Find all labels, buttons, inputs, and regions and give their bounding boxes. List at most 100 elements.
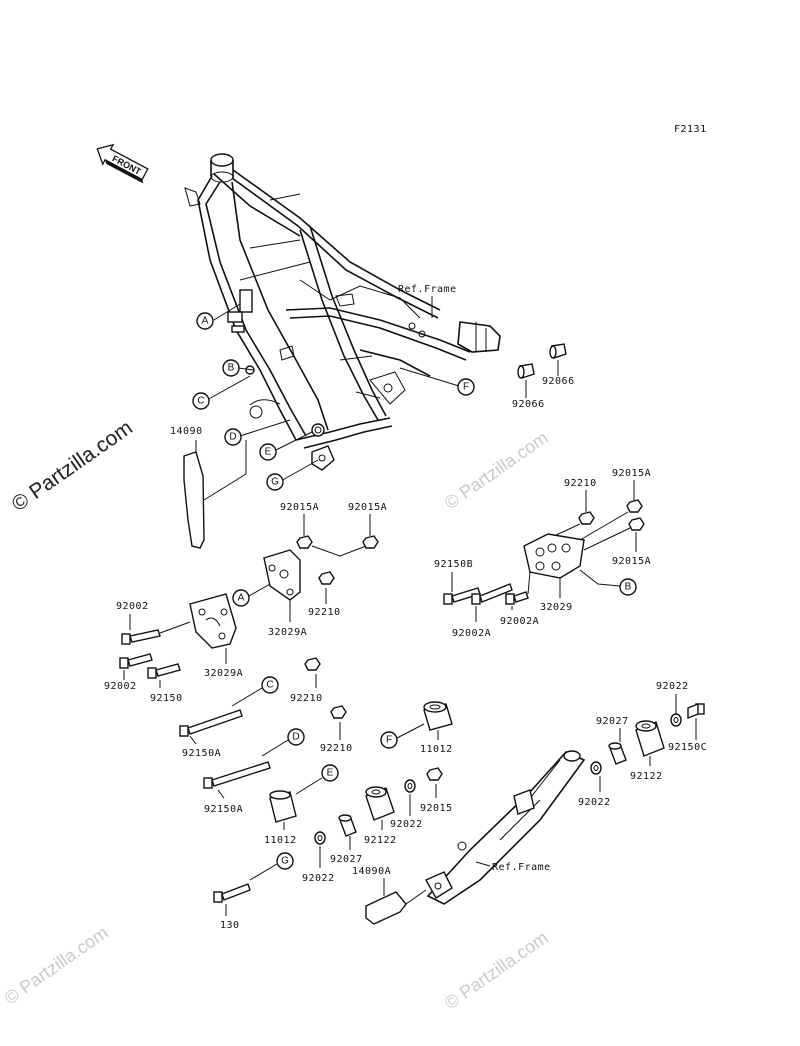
spacer-icon bbox=[338, 814, 357, 837]
svg-text:D: D bbox=[292, 732, 299, 743]
label-92150a: 92150A bbox=[182, 748, 221, 759]
collar-icon bbox=[423, 701, 453, 731]
watermark-tiles: © Partzilla.com © Partzilla.com © Partzi… bbox=[1, 427, 552, 1013]
callout-g-frame: G bbox=[266, 473, 284, 491]
nut-icon bbox=[304, 657, 321, 671]
label-14090a: 14090A bbox=[352, 866, 391, 877]
label-92002: 92002 bbox=[116, 601, 149, 612]
callout-a-frame: A bbox=[196, 312, 214, 330]
collar-icon bbox=[635, 720, 665, 757]
callout-e: E bbox=[321, 764, 339, 782]
label-92015: 92015 bbox=[420, 803, 453, 814]
callout-c: C bbox=[261, 676, 279, 694]
watermark-main: © Partzilla.com bbox=[8, 416, 137, 516]
part-92066-caps bbox=[517, 343, 567, 398]
nut-icon bbox=[330, 705, 347, 719]
spacer-icon bbox=[608, 742, 627, 765]
label-92002a: 92002A bbox=[500, 616, 539, 627]
washer-icon bbox=[404, 779, 416, 793]
label-92066: 92066 bbox=[542, 376, 575, 387]
callout-b-frame: B bbox=[222, 359, 240, 377]
bolt-130-icon bbox=[213, 883, 251, 903]
callout-d-frame: D bbox=[224, 428, 242, 446]
callout-e-frame: E bbox=[259, 443, 277, 461]
ref-frame-label-top: Ref.Frame bbox=[398, 284, 457, 295]
label-92002a: 92002A bbox=[452, 628, 491, 639]
label-92027: 92027 bbox=[330, 854, 363, 865]
washer-icon bbox=[314, 831, 326, 845]
callout-d: D bbox=[287, 728, 305, 746]
label-92122: 92122 bbox=[364, 835, 397, 846]
label-130: 130 bbox=[220, 920, 240, 931]
long-bolt-icon bbox=[179, 709, 243, 737]
label-92150c: 92150C bbox=[668, 742, 707, 753]
nut-icon bbox=[362, 535, 379, 549]
collar-icon bbox=[269, 790, 297, 823]
bolt-icon bbox=[121, 629, 161, 645]
part-32029-bracket bbox=[523, 533, 585, 579]
part-14090-guard bbox=[183, 451, 205, 549]
ref-frame-label-bottom: Ref.Frame bbox=[492, 862, 551, 873]
label-92002: 92002 bbox=[104, 681, 137, 692]
label-92027: 92027 bbox=[596, 716, 629, 727]
label-92015a: 92015A bbox=[348, 502, 387, 513]
washer-icon bbox=[590, 761, 602, 775]
bolt-icon bbox=[505, 591, 529, 605]
nut-icon bbox=[628, 517, 645, 531]
nut-icon bbox=[578, 511, 595, 525]
label-92210: 92210 bbox=[564, 478, 597, 489]
label-32029: 32029 bbox=[540, 602, 573, 613]
label-92150: 92150 bbox=[150, 693, 183, 704]
label-92022: 92022 bbox=[302, 873, 335, 884]
label-92210: 92210 bbox=[320, 743, 353, 754]
washer-icon bbox=[670, 713, 682, 727]
svg-text:B: B bbox=[228, 363, 235, 374]
part-32029a-bracket bbox=[263, 549, 301, 601]
label-92150b: 92150B bbox=[434, 559, 473, 570]
watermark-tile: © Partzilla.com bbox=[441, 427, 552, 513]
label-92210: 92210 bbox=[290, 693, 323, 704]
bolt-icon bbox=[119, 653, 153, 669]
callout-g: G bbox=[276, 852, 294, 870]
label-92015a: 92015A bbox=[612, 556, 651, 567]
svg-text:A: A bbox=[238, 593, 245, 604]
callout-f-frame: F bbox=[457, 378, 475, 396]
figure-code: F2131 bbox=[674, 124, 707, 135]
callout-f: F bbox=[380, 731, 398, 749]
svg-text:G: G bbox=[281, 856, 289, 867]
label-92022: 92022 bbox=[578, 797, 611, 808]
label-92210: 92210 bbox=[308, 607, 341, 618]
svg-text:B: B bbox=[625, 582, 632, 593]
svg-text:A: A bbox=[202, 316, 209, 327]
svg-text:F: F bbox=[463, 382, 469, 393]
nut-icon bbox=[626, 499, 643, 513]
part-32029a-plate bbox=[189, 593, 237, 649]
bolt-icon bbox=[147, 663, 181, 679]
label-32029a: 32029A bbox=[268, 627, 307, 638]
label-14090: 14090 bbox=[170, 426, 203, 437]
svg-text:C: C bbox=[197, 396, 204, 407]
svg-text:C: C bbox=[266, 680, 273, 691]
label-11012: 11012 bbox=[264, 835, 297, 846]
svg-text:E: E bbox=[265, 447, 272, 458]
collar-icon bbox=[365, 786, 395, 821]
svg-text:F: F bbox=[386, 735, 392, 746]
label-32029a: 32029A bbox=[204, 668, 243, 679]
svg-text:G: G bbox=[271, 477, 279, 488]
callout-c-frame: C bbox=[192, 392, 210, 410]
nut-icon bbox=[318, 571, 335, 585]
bolt-icon bbox=[471, 583, 513, 605]
label-92015a: 92015A bbox=[280, 502, 319, 513]
label-92066: 92066 bbox=[512, 399, 545, 410]
nut-icon bbox=[296, 535, 313, 549]
label-92015a: 92015A bbox=[612, 468, 651, 479]
watermark-tile: © Partzilla.com bbox=[1, 922, 112, 1008]
callout-b: B bbox=[619, 578, 637, 596]
callout-a: A bbox=[232, 589, 250, 607]
label-92022: 92022 bbox=[390, 819, 423, 830]
front-arrow-icon: FRONT bbox=[96, 143, 149, 184]
watermark-tile: © Partzilla.com bbox=[441, 927, 552, 1013]
bolt-icon bbox=[687, 702, 705, 720]
label-92022: 92022 bbox=[656, 681, 689, 692]
